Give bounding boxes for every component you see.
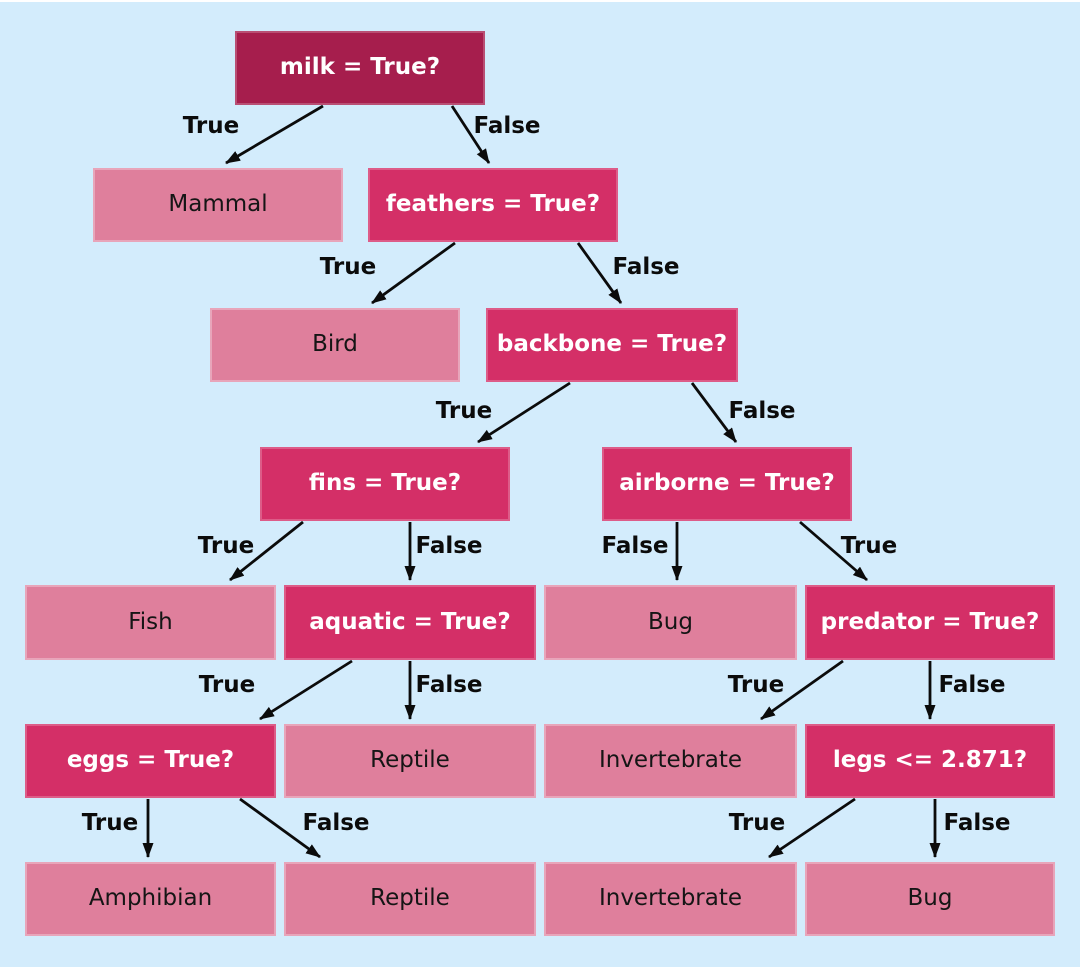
edge-eggs-reptile2 <box>239 797 321 859</box>
node-aquatic: aquatic = True? <box>284 585 536 660</box>
edge-feathers-backbone <box>576 242 623 304</box>
edge-label-eggs-reptile2: False <box>302 810 370 836</box>
edge-label-predator-invertebrate1: True <box>727 672 785 698</box>
node-bug2: Bug <box>805 862 1055 936</box>
node-label: legs <= 2.871? <box>832 747 1028 774</box>
node-label: Bug <box>907 885 953 912</box>
node-label: backbone = True? <box>496 331 728 358</box>
edge-label-aquatic-eggs: True <box>198 672 256 698</box>
edge-legs-invertebrate2 <box>768 797 856 859</box>
edge-label-aquatic-reptile1: False <box>415 672 483 698</box>
edge-label-backbone-fins: True <box>435 398 493 424</box>
node-label: airborne = True? <box>619 470 835 497</box>
node-reptile1: Reptile <box>284 724 536 798</box>
node-label: Reptile <box>370 747 450 774</box>
edge-aquatic-eggs <box>259 659 353 721</box>
node-label: milk = True? <box>279 54 441 81</box>
edge-backbone-airborne <box>690 382 738 443</box>
node-fish: Fish <box>25 585 276 660</box>
node-predator: predator = True? <box>805 585 1055 660</box>
node-label: Invertebrate <box>598 885 743 912</box>
node-fins: fins = True? <box>260 447 510 521</box>
node-amphibian: Amphibian <box>25 862 276 936</box>
edge-label-eggs-amphibian: True <box>81 810 139 836</box>
node-label: feathers = True? <box>385 191 601 218</box>
node-label: Bug <box>648 608 693 635</box>
node-eggs: eggs = True? <box>25 724 276 798</box>
edge-label-predator-legs: False <box>938 672 1006 698</box>
edge-label-backbone-airborne: False <box>728 398 796 424</box>
node-legs: legs <= 2.871? <box>805 724 1055 798</box>
node-milk: milk = True? <box>235 31 485 105</box>
node-label: eggs = True? <box>66 747 235 774</box>
edge-feathers-bird <box>371 241 456 305</box>
node-backbone: backbone = True? <box>486 308 738 382</box>
edge-predator-invertebrate1 <box>760 659 844 721</box>
edge-label-feathers-bird: True <box>319 254 377 280</box>
node-label: Mammal <box>168 191 268 218</box>
edge-label-feathers-backbone: False <box>612 254 680 280</box>
node-label: Bird <box>312 331 358 358</box>
edge-label-legs-bug2: False <box>943 810 1011 836</box>
node-label: fins = True? <box>308 470 462 497</box>
node-bug1: Bug <box>544 585 797 660</box>
edge-label-milk-feathers: False <box>473 113 541 139</box>
node-label: Reptile <box>370 885 450 912</box>
node-label: Fish <box>128 608 173 635</box>
node-feathers: feathers = True? <box>368 168 618 242</box>
edge-backbone-fins <box>477 381 571 444</box>
edge-label-fins-aquatic: False <box>415 533 483 559</box>
edge-airborne-predator <box>799 520 868 582</box>
node-bird: Bird <box>210 308 460 382</box>
node-invertebrate1: Invertebrate <box>544 724 797 798</box>
edge-label-milk-mammal: True <box>182 113 240 139</box>
edge-label-legs-invertebrate2: True <box>728 810 786 836</box>
node-invertebrate2: Invertebrate <box>544 862 797 936</box>
node-airborne: airborne = True? <box>602 447 852 521</box>
edge-label-airborne-bug1: False <box>601 533 669 559</box>
edge-milk-mammal <box>225 104 324 165</box>
node-label: Amphibian <box>88 885 213 912</box>
node-reptile2: Reptile <box>284 862 536 936</box>
edge-fins-fish <box>229 520 304 582</box>
node-label: aquatic = True? <box>309 608 511 635</box>
edge-label-airborne-predator: True <box>840 533 898 559</box>
edge-label-fins-fish: True <box>197 533 255 559</box>
node-mammal: Mammal <box>93 168 343 242</box>
edge-milk-feathers <box>450 105 491 164</box>
node-label: Invertebrate <box>598 747 743 774</box>
node-label: predator = True? <box>820 608 1040 635</box>
